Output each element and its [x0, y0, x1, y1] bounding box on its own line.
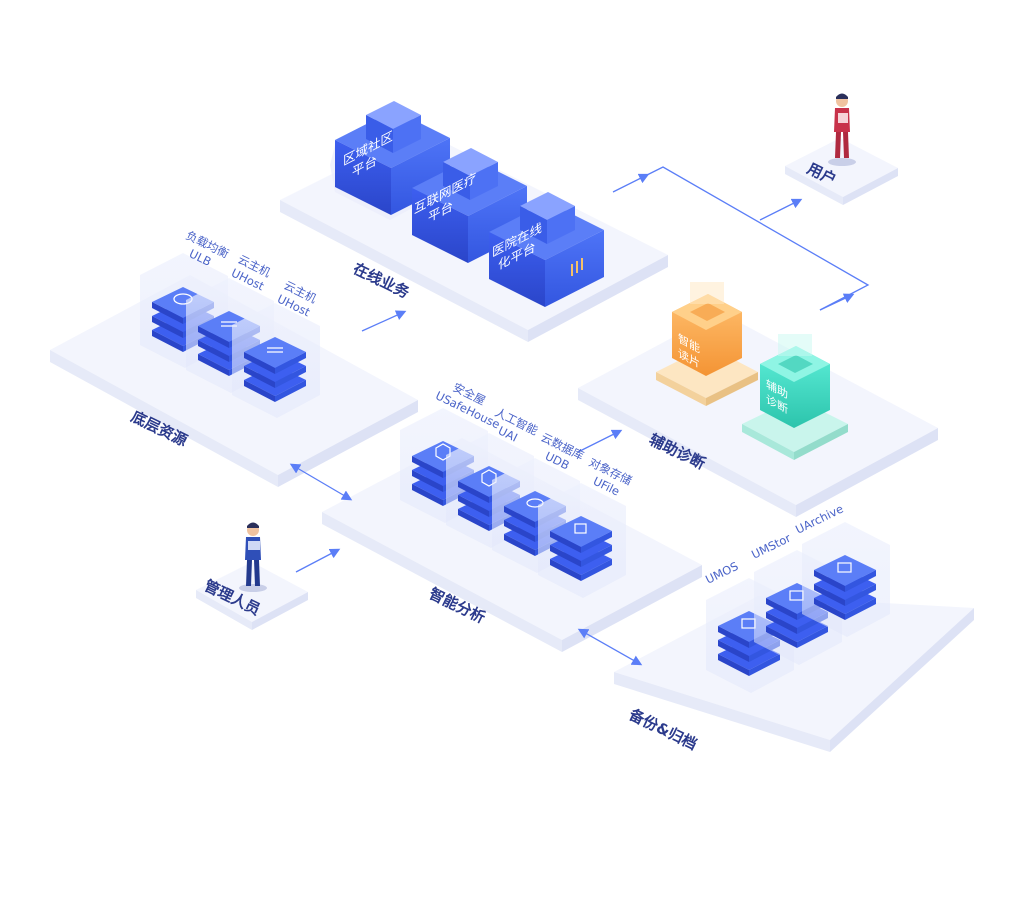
stack-uarchive	[802, 522, 890, 637]
stack-ufile	[538, 483, 626, 598]
admin-person-icon	[239, 522, 267, 592]
block-internet-medical	[412, 148, 527, 263]
platform-aux-diagnosis	[578, 312, 938, 517]
stack-uhost-2	[232, 303, 320, 418]
cube-smart-reading	[656, 282, 758, 406]
block-hospital-online	[489, 192, 604, 307]
user-person-icon	[828, 93, 856, 166]
connector-arrows	[289, 166, 870, 666]
svg-text:UMOS: UMOS	[703, 559, 740, 587]
cube-aux-diagnosis	[742, 334, 848, 460]
platform-user	[785, 138, 898, 205]
label-backup: 备份&归档	[625, 705, 699, 754]
platform-admin	[196, 562, 308, 630]
